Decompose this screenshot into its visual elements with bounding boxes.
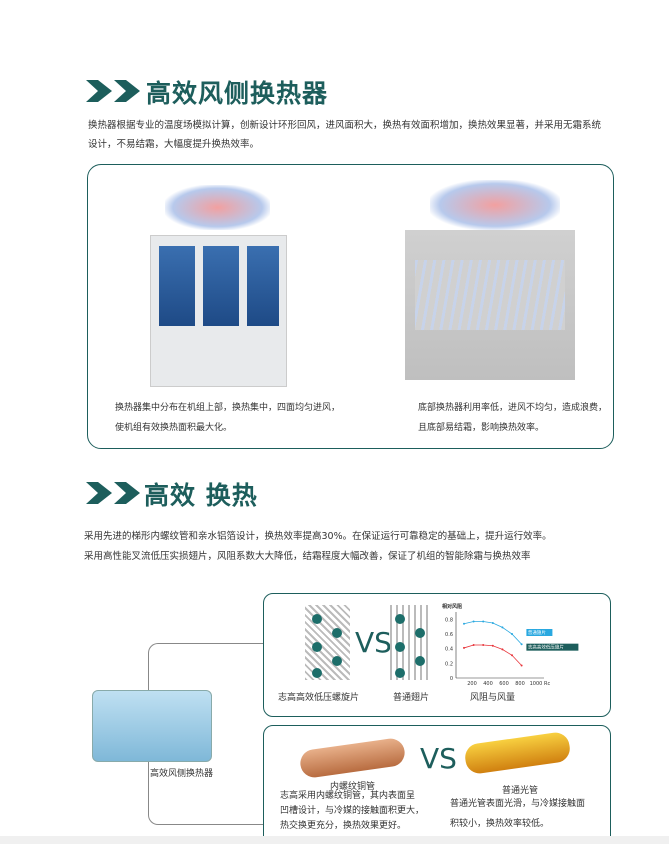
- x-axis-label: Rc: [544, 681, 550, 685]
- data-point: [501, 626, 504, 629]
- data-point: [463, 646, 465, 649]
- tube-left-title: 内螺纹铜管: [330, 782, 376, 792]
- legend-box: [526, 643, 579, 651]
- airflow-icon: [430, 180, 560, 230]
- section-title: 高效风侧换热器: [146, 79, 329, 108]
- y-tick-label: 0.6: [445, 632, 453, 638]
- right-caption: 底部换热器利用率低，进风不均匀，造成浪费， 且底部易结霜，影响换热效率。: [418, 398, 607, 438]
- caption-line: 换热器集中分布在机组上部，换热集中，四面均匀进风，: [115, 403, 341, 413]
- tube-right-title: 普通光管: [502, 786, 539, 796]
- text-line: 志高采用内螺纹铜管，其内表面呈: [280, 791, 416, 801]
- tube-left-text: 志高采用内螺纹铜管，其内表面呈 凹槽设计，与冷媒的接触面积更大， 热交换更充分，…: [280, 789, 424, 834]
- y-tick-label: 0.2: [445, 661, 453, 667]
- x-tick-label: 200: [467, 681, 477, 685]
- left-caption: 换热器集中分布在机组上部，换热集中，四面均匀进风， 使机组有效换热面积最大化。: [115, 398, 340, 438]
- fin-left-caption: 志高高效低压螺旋片: [278, 693, 360, 703]
- section-lines: 采用先进的梯形内螺纹管和亲水铝箔设计，换热效率提高30%。在保证运行可靠稳定的基…: [84, 527, 552, 567]
- data-point: [463, 622, 465, 625]
- section-title: 高效 换热: [144, 481, 258, 510]
- y-tick-label: 0.8: [445, 617, 453, 623]
- vs-label: VS: [420, 742, 457, 775]
- exchanger-label: 高效风侧换热器: [150, 769, 214, 779]
- section-description: 换热器根据专业的温度场模拟计算，创新设计环形回风，进风面积大，换热有效面积增加，…: [88, 120, 602, 150]
- airflow-icon: [165, 185, 270, 230]
- legend-label: 普通翅片: [528, 629, 546, 636]
- conventional-unit-illustration: [405, 230, 575, 380]
- text-line: 采用先进的梯形内螺纹管和亲水铝箔设计，换热效率提高30%。在保证运行可靠稳定的基…: [84, 531, 552, 542]
- x-tick-label: 1000: [530, 681, 543, 685]
- plain-fin-illustration: [390, 605, 430, 680]
- x-tick-label: 800: [515, 681, 525, 685]
- data-point: [472, 620, 475, 623]
- data-point: [511, 654, 513, 657]
- unit-illustration: [150, 235, 287, 387]
- chevron-arrows-icon: [86, 80, 140, 102]
- data-point: [482, 620, 485, 623]
- tube-right-text: 普通光管表面光滑，与冷媒接触面 积较小，换热效率较低。: [450, 794, 585, 834]
- text-line: 积较小，换热效率较低。: [450, 819, 550, 829]
- spiral-fin-illustration: [305, 605, 350, 680]
- series-line: [463, 621, 522, 645]
- heat-exchanger-illustration: [92, 690, 212, 762]
- data-point: [520, 664, 523, 667]
- x-tick-label: 400: [483, 681, 493, 685]
- legend-label: 志高高效低压翅片: [528, 644, 564, 651]
- data-point: [511, 633, 513, 635]
- caption-line: 使机组有效换热面积最大化。: [115, 423, 233, 433]
- data-point: [491, 644, 494, 647]
- y-tick-label: 0.4: [445, 647, 453, 653]
- text-line: 凹槽设计，与冷媒的接触面积更大，: [280, 806, 425, 816]
- y-axis-label: 相对风阻: [442, 603, 462, 610]
- legend-box: [526, 629, 553, 636]
- data-point: [501, 648, 504, 651]
- text-line: 普通光管表面光滑，与冷媒接触面: [450, 799, 586, 809]
- y-tick-label: 0: [450, 676, 453, 682]
- vs-label: VS: [355, 626, 392, 659]
- data-point: [520, 643, 523, 646]
- x-tick-label: 600: [499, 681, 509, 685]
- bottom-bar: [0, 836, 669, 844]
- chevron-arrows-icon: [86, 482, 140, 504]
- data-point: [491, 622, 494, 624]
- data-point: [472, 644, 475, 646]
- fin-right-caption: 普通翅片: [393, 693, 430, 703]
- chart-caption: 风阻与风量: [470, 693, 516, 703]
- text-line: 热交换更充分，换热效果更好。: [280, 821, 407, 831]
- data-point: [482, 644, 485, 646]
- text-line: 采用高性能叉流低压实损翅片，风阻系数大大降低，结霜程度大幅改善，保证了机组的智能…: [84, 551, 531, 562]
- caption-line: 底部换热器利用率低，进风不均匀，造成浪费，: [418, 403, 608, 413]
- caption-line: 且底部易结霜，影响换热效率。: [418, 423, 545, 433]
